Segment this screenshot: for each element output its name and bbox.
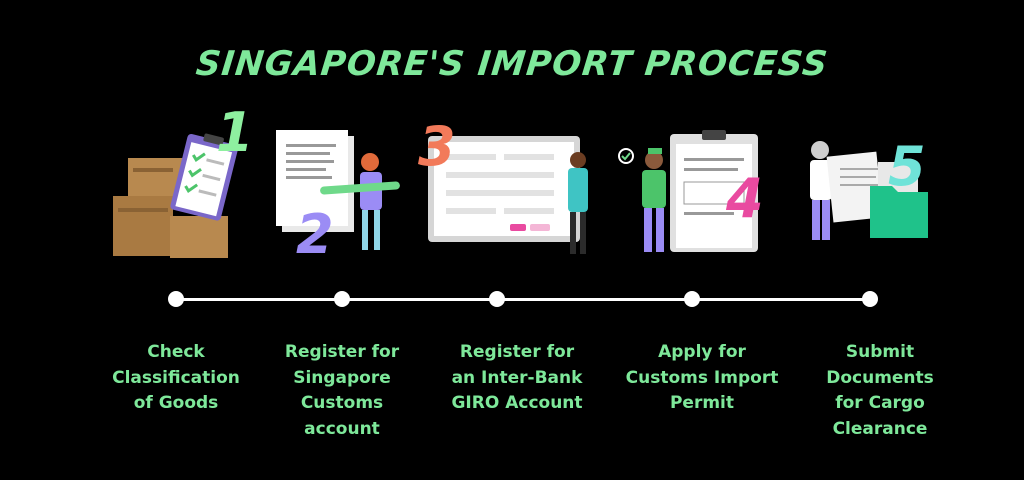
step-3-label-line: Register for [459,342,575,362]
step-5-label: Submit Documents for Cargo Clearance [800,340,960,442]
step-2-label-line: account [304,418,380,439]
step-5-illustration: 5 [800,118,950,268]
step-2-number: 2 [296,203,334,266]
step-1-label: Check Classification of Goods [96,340,256,417]
step-3-illustration: 3 [418,118,598,268]
step-3-label-line: an Inter-Bank [451,367,583,388]
step-2-label-line: Register for [284,342,400,362]
step-1-label-line: Classification [112,367,240,388]
step-1-number: 1 [216,101,254,164]
step-1-label-line: of Goods [133,393,219,413]
step-2-illustration: 2 [270,118,420,268]
step-5-label-line: Documents [826,367,934,388]
step-4-label-line: Permit [669,393,735,413]
step-4-label: Apply for Customs Import Permit [622,340,782,417]
document-folder-icon [810,141,928,240]
boxes-clipboard-icon [113,133,239,258]
step-2-label-line: Singapore [293,367,391,388]
timeline-dot-5 [862,291,878,307]
step-5-number: 5 [888,135,926,198]
online-form-icon [428,136,588,254]
timeline-dot-3 [489,291,505,307]
step-1-label-line: Check [147,342,205,362]
timeline-line [175,298,872,301]
step-5-label-line: Clearance [832,418,928,439]
step-3-number: 3 [418,115,456,178]
page-title: SINGAPORE'S IMPORT PROCESS [194,44,830,84]
timeline-dot-1 [168,291,184,307]
step-5-label-line: for Cargo [835,393,925,413]
step-4-number: 4 [726,167,764,230]
person-with-pen-icon [276,130,400,250]
timeline-dot-4 [684,291,700,307]
step-3-label: Register for an Inter-Bank GIRO Account [437,340,597,417]
step-5-label-line: Submit [845,342,915,362]
timeline-dot-2 [334,291,350,307]
step-4-label-line: Customs Import [625,367,779,388]
step-2-label: Register for Singapore Customs account [262,340,422,442]
step-1-illustration: 1 [108,106,258,268]
step-2-label-line: Customs [300,393,384,413]
step-4-illustration: 4 [616,118,766,268]
permit-clipboard-icon [618,130,758,252]
step-3-label-line: GIRO Account [451,393,583,413]
step-4-label-line: Apply for [658,342,746,362]
